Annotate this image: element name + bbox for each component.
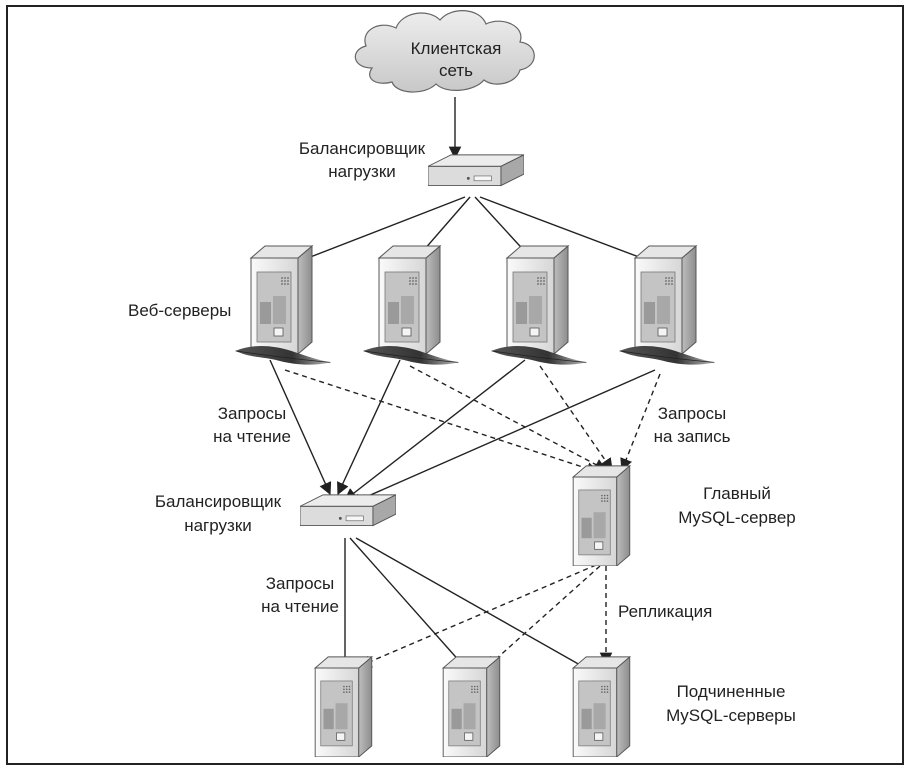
server-tower-icon bbox=[250, 245, 313, 354]
write-requests-line2: на запись bbox=[654, 427, 731, 446]
server-tower-icon bbox=[572, 465, 631, 566]
cloud-icon bbox=[354, 10, 535, 93]
arrow-web2-read bbox=[337, 359, 401, 496]
arrow-web2-write bbox=[409, 365, 608, 471]
arrow-web3-write bbox=[539, 365, 613, 472]
arrow-web3-read bbox=[344, 359, 526, 501]
read-requests-top-line2: на чтение bbox=[213, 427, 291, 446]
top-balancer-label-line1: Балансировщик bbox=[299, 139, 426, 158]
client-network-label-line1: Клиентская bbox=[411, 39, 502, 58]
server-tower-icon bbox=[314, 656, 373, 757]
read-requests-top-line1: Запросы bbox=[218, 404, 287, 423]
read-requests-bottom-line1: Запросы bbox=[266, 574, 335, 593]
server-tower-icon bbox=[634, 245, 697, 354]
client-network-cloud: Клиентская сеть bbox=[354, 10, 535, 93]
load-balancer-icon bbox=[300, 494, 396, 527]
server-tower-icon bbox=[506, 245, 569, 354]
web-server-1 bbox=[235, 245, 331, 366]
top-balancer-label-line2: нагрузки bbox=[328, 162, 396, 181]
mid-balancer-label-line1: Балансировщик bbox=[155, 492, 282, 511]
read-requests-bottom-line2: на чтение bbox=[261, 597, 339, 616]
arrow-repl-slave1 bbox=[358, 564, 597, 668]
arrow-lb-to-slave2 bbox=[349, 537, 471, 674]
apache-feather-icon bbox=[619, 345, 715, 366]
slave-server-2 bbox=[442, 656, 501, 757]
write-requests-line1: Запросы bbox=[658, 404, 727, 423]
apache-feather-icon bbox=[491, 345, 587, 366]
apache-feather-icon bbox=[363, 345, 459, 366]
master-label-line2: MySQL-сервер bbox=[678, 508, 796, 527]
master-label-line1: Главный bbox=[703, 484, 771, 503]
web-server-2 bbox=[363, 245, 459, 366]
arrow-lb-to-slave3 bbox=[355, 537, 598, 675]
top-load-balancer bbox=[428, 154, 524, 187]
slave-server-1 bbox=[314, 656, 373, 757]
arrow-balancer-to-web1 bbox=[280, 196, 466, 270]
server-tower-icon bbox=[572, 656, 631, 757]
diagram-frame bbox=[6, 5, 904, 765]
web-servers-label: Веб-серверы bbox=[128, 301, 231, 320]
apache-feather-icon bbox=[235, 345, 331, 366]
load-balancer-icon bbox=[428, 154, 524, 187]
arrow-repl-slave2 bbox=[485, 565, 601, 669]
server-tower-icon bbox=[378, 245, 441, 354]
web-server-3 bbox=[491, 245, 587, 366]
client-network-label-line2: сеть bbox=[439, 61, 473, 80]
arrow-web4-write bbox=[620, 373, 661, 472]
arrow-web4-read bbox=[348, 369, 656, 506]
slaves-label-line1: Подчиненные bbox=[677, 682, 786, 701]
slave-server-3 bbox=[572, 656, 631, 757]
mid-load-balancer bbox=[300, 494, 396, 527]
arrow-web1-read bbox=[269, 359, 332, 496]
arrow-web1-write bbox=[284, 369, 600, 475]
server-tower-icon bbox=[442, 656, 501, 757]
connections bbox=[269, 97, 670, 675]
master-mysql-server bbox=[572, 465, 631, 566]
web-server-4 bbox=[619, 245, 715, 366]
replication-label: Репликация bbox=[618, 602, 712, 621]
mid-balancer-label-line2: нагрузки bbox=[184, 516, 252, 535]
slaves-label-line2: MySQL-серверы bbox=[666, 706, 796, 725]
